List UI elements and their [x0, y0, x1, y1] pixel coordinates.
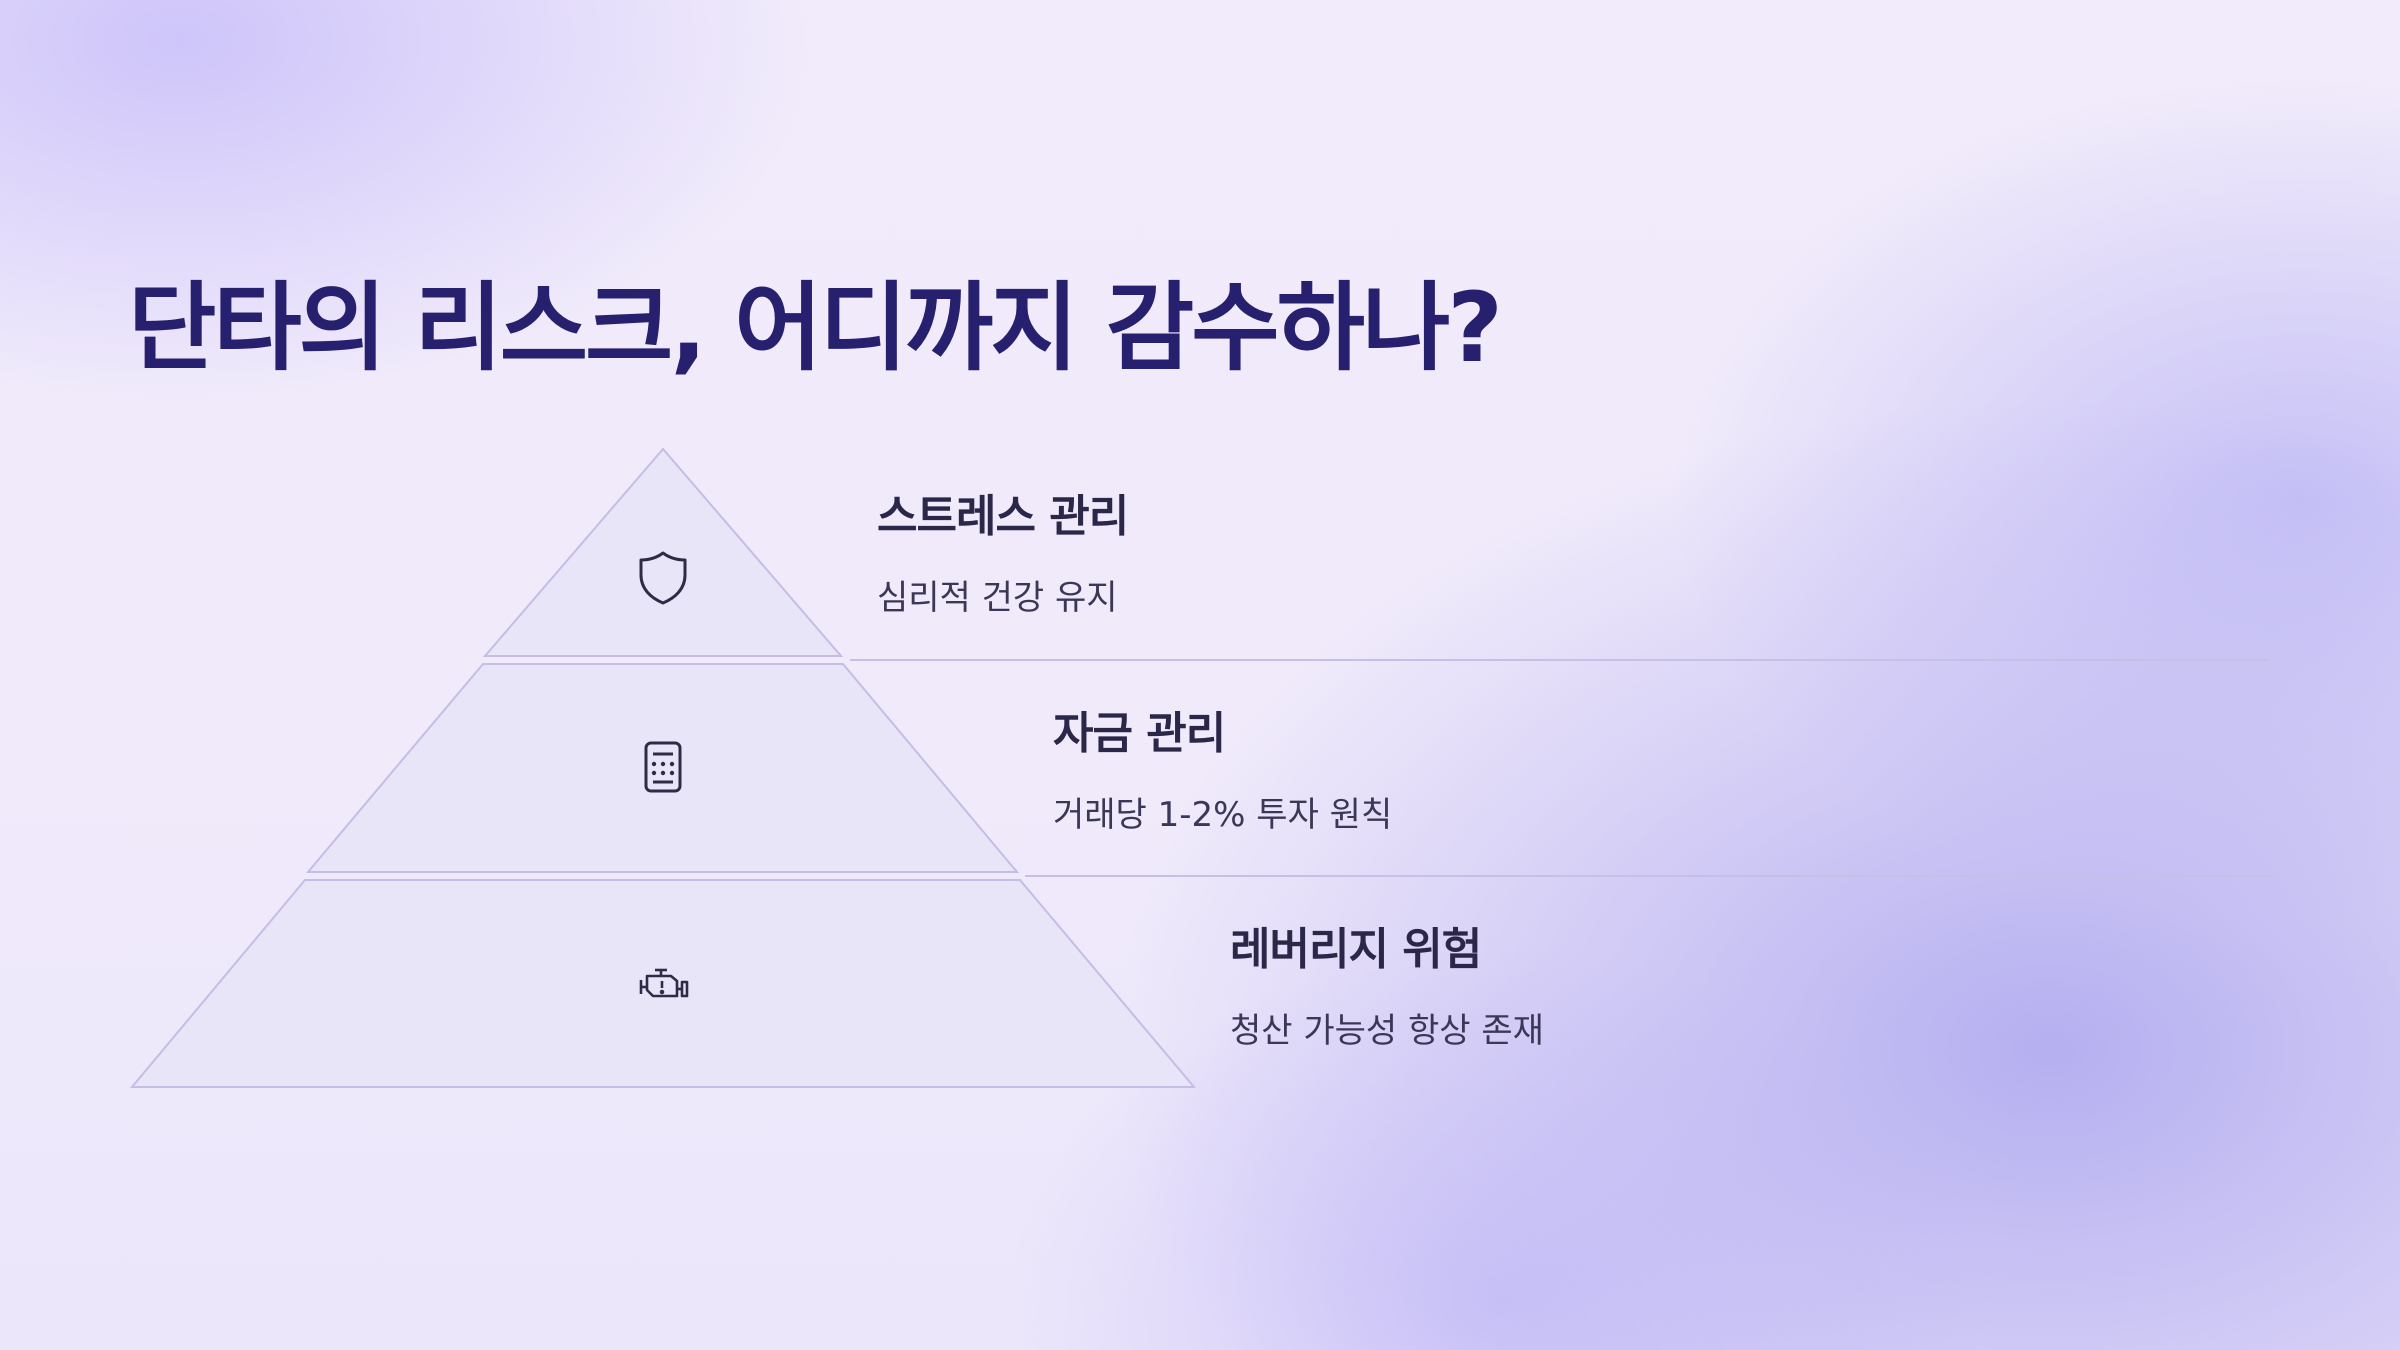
tier-label-middle: 자금 관리 거래당 1-2% 투자 원칙 — [1053, 697, 1392, 836]
tier-description: 거래당 1-2% 투자 원칙 — [1053, 795, 1393, 835]
tier-title: 스트레스 관리 — [877, 491, 1129, 542]
shield-icon — [639, 551, 687, 605]
tier-description: 심리적 건강 유지 — [877, 578, 1118, 618]
tier-title: 레버리지 위험 — [1230, 924, 1482, 975]
tier-description: 청산 가능성 항상 존재 — [1230, 1011, 1544, 1051]
slide-title: 단타의 리스크, 어디까지 감수하나? — [128, 272, 1503, 384]
calculator-icon — [644, 741, 682, 793]
tier-label-bottom: 레버리지 위험 청산 가능성 항상 존재 — [1230, 913, 1544, 1052]
pyramid-tier-middle — [305, 663, 1020, 873]
engine-warning-icon — [639, 968, 689, 998]
tier-title: 자금 관리 — [1053, 708, 1226, 759]
tier-label-top: 스트레스 관리 심리적 건강 유지 — [877, 480, 1129, 619]
